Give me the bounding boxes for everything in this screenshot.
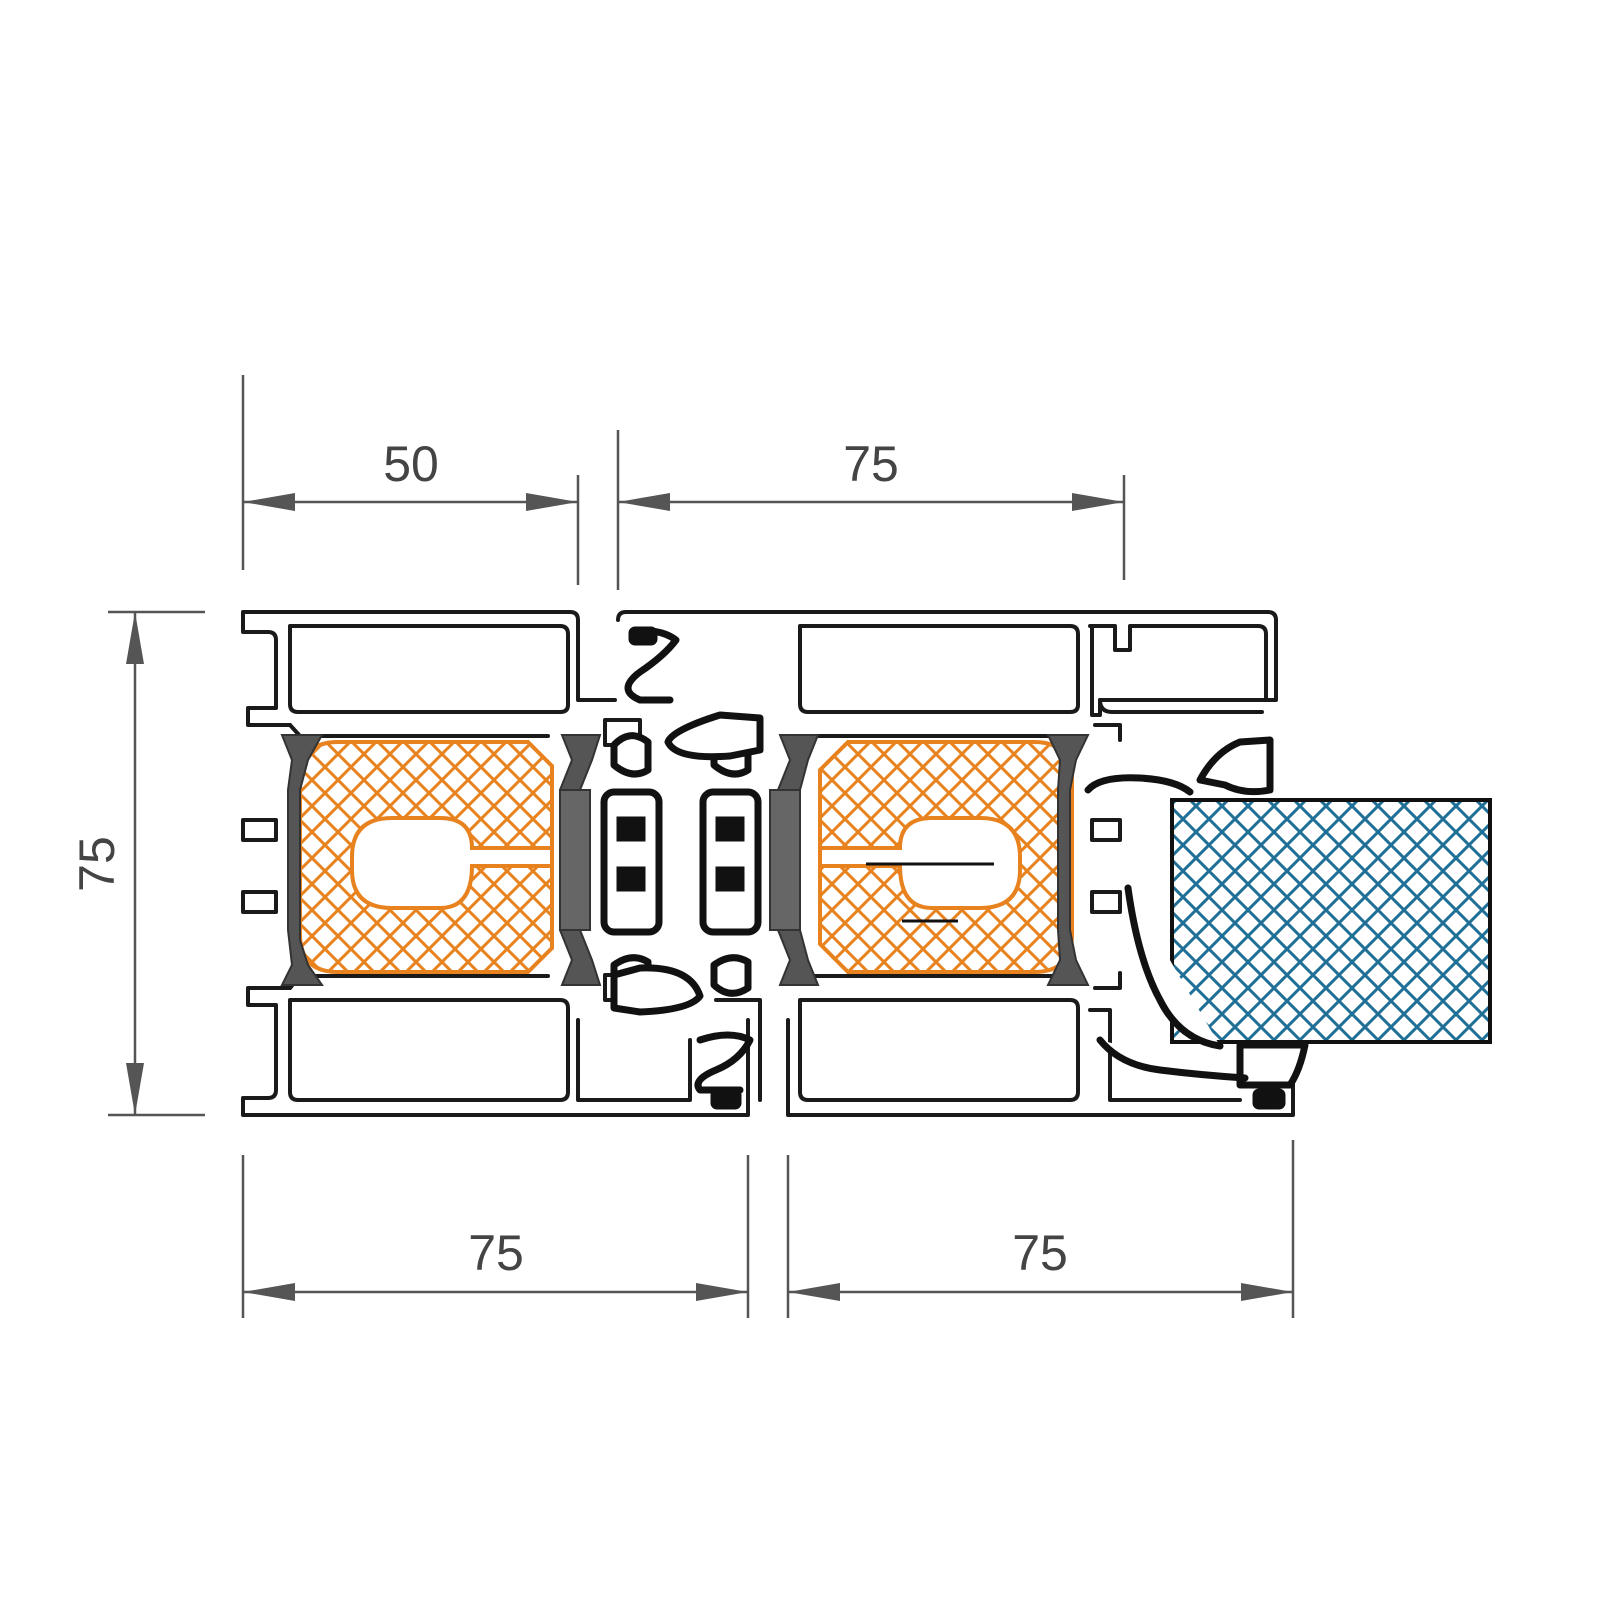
dimension-bottom-left: 75 <box>241 1155 750 1318</box>
thermal-insulation-right <box>818 740 1074 974</box>
center-gaskets <box>600 626 764 1110</box>
dimension-bottom-right: 75 <box>786 1140 1295 1318</box>
dimension-left-height: 75 <box>69 610 205 1117</box>
glazing-gaskets <box>1084 736 1309 1110</box>
dimension-label-top-left: 50 <box>383 436 439 492</box>
sash-profile-right <box>616 610 1295 1117</box>
dimension-label-bottom-right: 75 <box>1012 1225 1068 1281</box>
thermal-insulation-left <box>298 740 554 974</box>
glazing-panel <box>1170 798 1492 1044</box>
dimension-top-left: 50 <box>241 375 580 585</box>
dimension-top-right: 75 <box>616 430 1126 590</box>
dimension-label-bottom-left: 75 <box>468 1225 524 1281</box>
thermal-break-clips <box>280 734 1090 986</box>
dimension-label-left-height: 75 <box>69 836 125 892</box>
dimension-label-top-right: 75 <box>843 436 899 492</box>
